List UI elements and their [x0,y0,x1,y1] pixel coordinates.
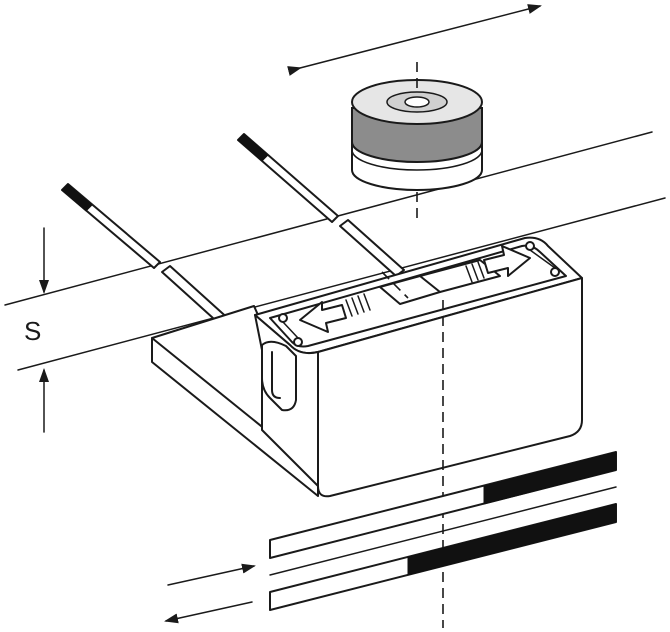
gap-dimension: S [24,227,49,433]
sensor-direction-arrow-right [465,245,531,283]
sensor-edge-line [381,271,409,299]
ring-magnet [351,62,483,222]
linear-scale-strips [269,451,617,611]
sensor-housing [151,236,583,498]
sensor-direction-arrow-left [299,293,371,333]
gap-label: S [24,316,41,346]
movement-arrow-top [287,4,542,76]
movement-arrow-bottom [164,563,256,624]
